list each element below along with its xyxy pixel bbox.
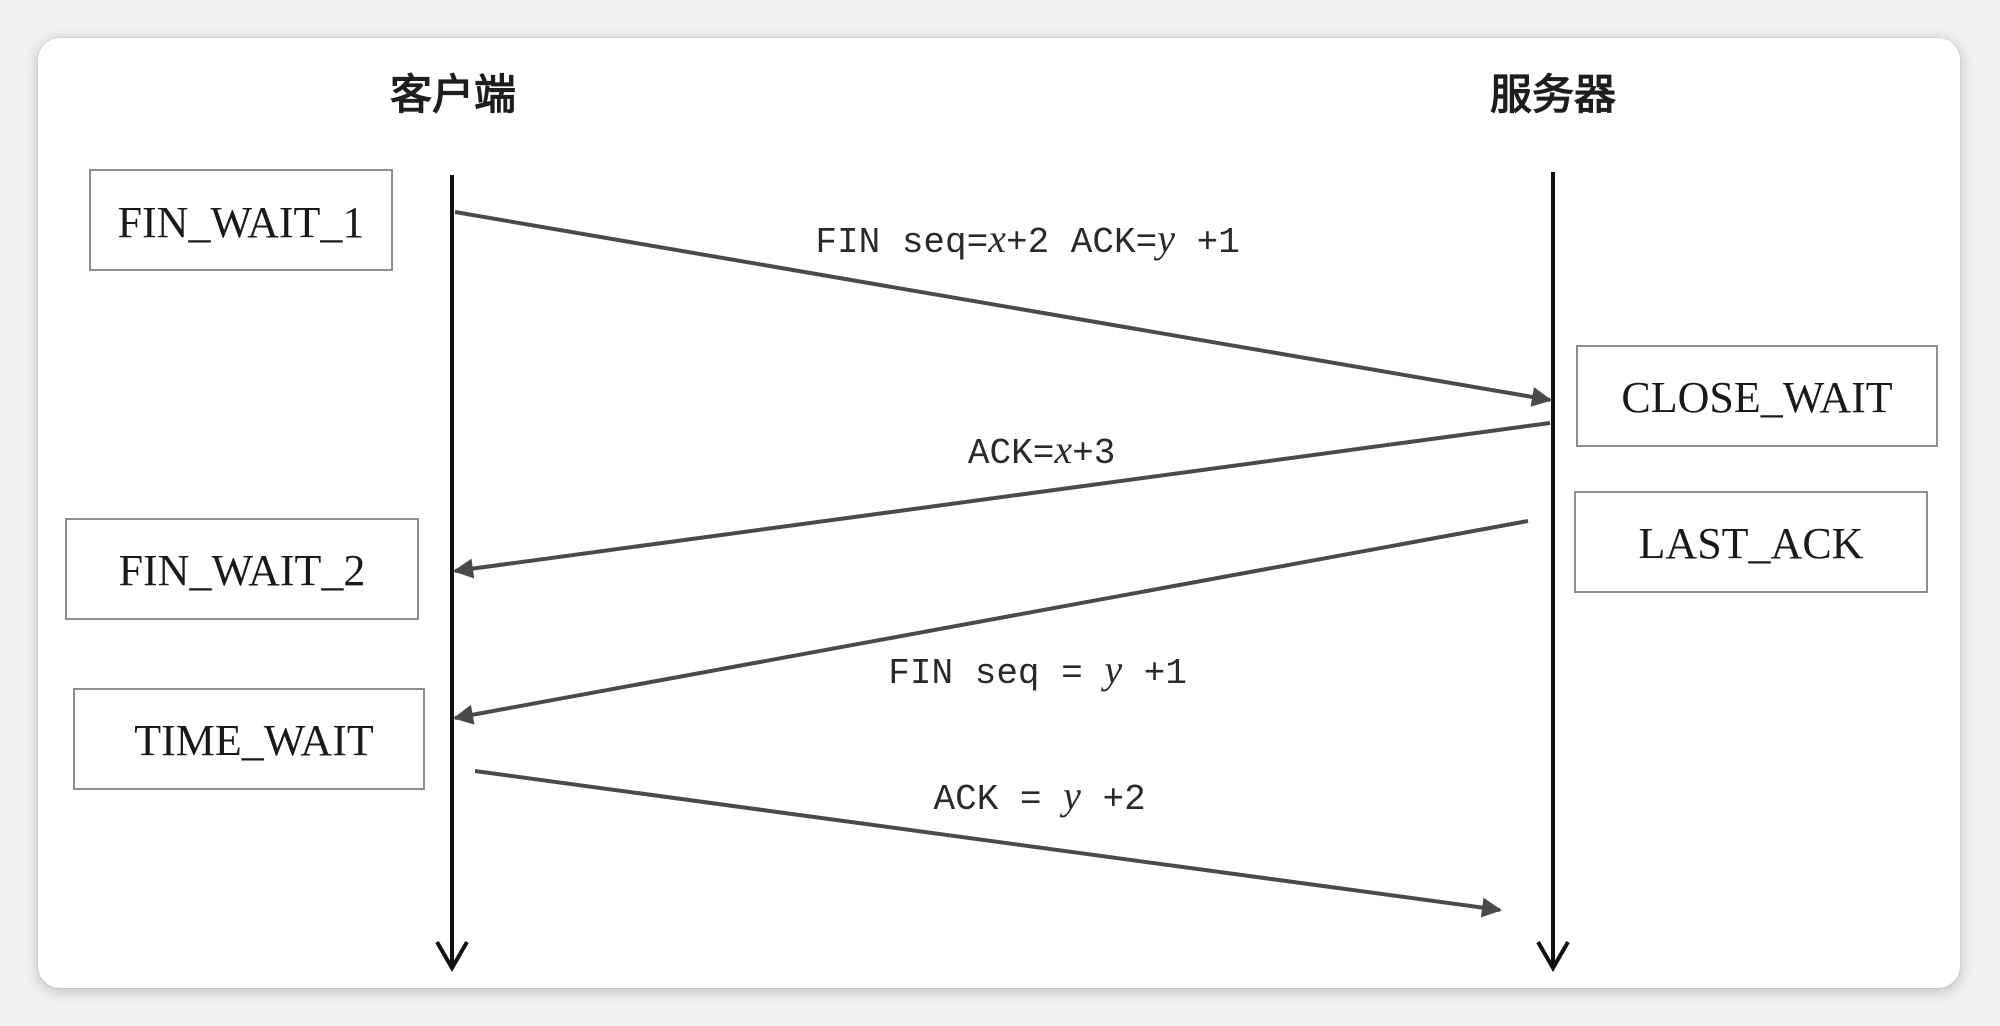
message-label-fin-1: FIN seq=x+2 ACK=y +1: [707, 216, 1304, 263]
arrow-ack-server-to-client: [453, 421, 1551, 579]
server-heading: 服务器: [1490, 70, 1617, 119]
state-label: CLOSE_WAIT: [1621, 373, 1892, 422]
state-close-wait: CLOSE_WAIT: [1576, 345, 1938, 447]
state-label: FIN_WAIT_2: [119, 546, 366, 595]
message-label-ack-2: ACK = y +2: [825, 773, 1210, 820]
state-last-ack: LAST_ACK: [1574, 491, 1928, 593]
state-fin-wait-2: FIN_WAIT_2: [65, 518, 419, 620]
arrow-ack-client-to-server: [474, 769, 1502, 918]
server-lifeline-arrowhead: [1536, 941, 1570, 973]
message-label-fin-2: FIN seq = y +1: [780, 647, 1251, 694]
client-heading: 客户端: [390, 70, 516, 119]
client-lifeline-arrowhead: [435, 941, 469, 973]
state-time-wait: TIME_WAIT: [73, 688, 425, 790]
state-label: FIN_WAIT_1: [118, 198, 365, 247]
state-label: LAST_ACK: [1639, 519, 1864, 568]
state-fin-wait-1: FIN_WAIT_1: [89, 169, 393, 271]
state-label: TIME_WAIT: [134, 716, 374, 765]
arrow-fin-client-to-server: [454, 210, 1552, 407]
message-label-ack-1: ACK=x+3: [860, 427, 1180, 474]
arrow-fin-server-to-client: [453, 519, 1529, 725]
